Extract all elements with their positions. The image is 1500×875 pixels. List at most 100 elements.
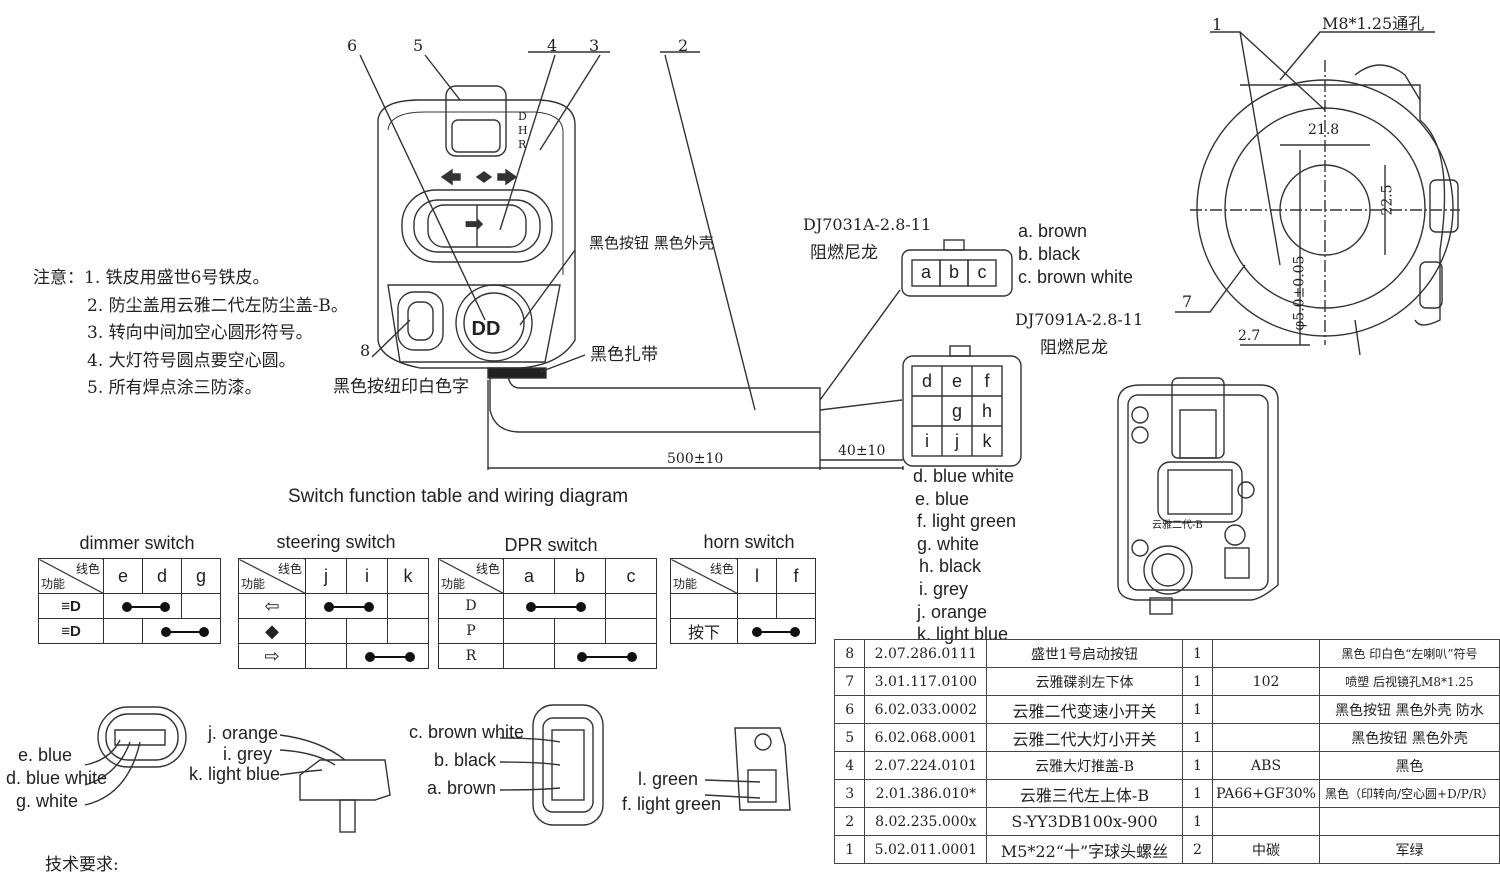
col-g: g bbox=[181, 558, 221, 594]
plug-round bbox=[97, 706, 187, 768]
dpr-row-1 bbox=[503, 593, 606, 619]
board-text: 云雅二代-B bbox=[1152, 520, 1203, 531]
pin-empty bbox=[912, 396, 942, 426]
pin-a: a bbox=[920, 262, 931, 282]
col-d: d bbox=[142, 558, 182, 594]
row-p: P bbox=[438, 618, 504, 644]
part-material: PA66+GF30% bbox=[1212, 779, 1320, 808]
back-view-body bbox=[1117, 384, 1279, 601]
pin-k: k bbox=[982, 431, 992, 451]
dimension-21-8: 21.8 bbox=[1308, 122, 1340, 138]
low-beam-icon: ≡D bbox=[38, 618, 104, 644]
col-b: b bbox=[554, 558, 606, 594]
part-qty: 1 bbox=[1181, 751, 1214, 780]
callout-4: 4 bbox=[547, 36, 558, 55]
note-4: 4. 大灯符号圆点要空心圆。 bbox=[87, 350, 296, 371]
connector-top-pins: a b c bbox=[912, 262, 996, 283]
wire-legend-bottom: d. blue white e. blue f. light green g. … bbox=[913, 465, 1016, 646]
header-cell: 线色功能 bbox=[670, 558, 738, 594]
part-remark: 黑色（印转向/空心圆+D/P/R） bbox=[1318, 779, 1500, 808]
part-material: 102 bbox=[1212, 667, 1320, 696]
notes-block: 注意： 1. 铁皮用盛世6号铁皮。 2. 防尘盖用云雅二代左防尘盖-B。 3. … bbox=[33, 265, 348, 403]
plug2-j: j. orange bbox=[207, 723, 278, 743]
dimmer-table: 线色功能 e d g ≡D ≡D bbox=[38, 558, 221, 644]
header-func: 功能 bbox=[241, 577, 266, 591]
part-index: 5 bbox=[833, 723, 866, 752]
dimension-40: 40±10 bbox=[838, 443, 886, 459]
note-2: 2. 防尘盖用云雅二代左防尘盖-B。 bbox=[87, 295, 348, 316]
horn-row bbox=[737, 618, 816, 644]
header-wire: 线色 bbox=[277, 562, 302, 576]
part-index: 1 bbox=[833, 835, 866, 864]
horn-symbol: DD bbox=[472, 318, 501, 340]
part-name: S-YY3DB100x-900 bbox=[986, 807, 1183, 836]
wire-h: h. black bbox=[919, 556, 982, 577]
pin-c: c bbox=[977, 262, 987, 282]
connection-i-k bbox=[365, 651, 415, 662]
note-1: 1. 铁皮用盛世6号铁皮。 bbox=[84, 268, 270, 288]
dimmer-row-1 bbox=[103, 593, 182, 619]
dimension-2-7: 2.7 bbox=[1238, 328, 1261, 344]
callout-3: 3 bbox=[589, 36, 600, 55]
rocker-arrow: ➡ bbox=[465, 211, 484, 236]
callout-1: 1 bbox=[1212, 15, 1223, 34]
dimension-22-5: 22.5 bbox=[1379, 184, 1396, 216]
header-func: 功能 bbox=[673, 577, 698, 591]
steering-rocker bbox=[401, 189, 553, 263]
dimmer-row-2 bbox=[142, 618, 221, 644]
part-name: 云雅大灯推盖-B bbox=[986, 751, 1183, 780]
dpr-table: 线色功能 a b c D P R bbox=[438, 558, 657, 669]
connection-d-g bbox=[161, 626, 209, 637]
left-arrow-icon: ⇦ bbox=[238, 593, 306, 619]
header-cell: 线色功能 bbox=[238, 558, 306, 594]
part-name: 云雅二代大灯小开关 bbox=[986, 723, 1183, 752]
wire-b: b. black bbox=[1018, 244, 1081, 264]
connection-a-b bbox=[526, 601, 586, 612]
pin-e: e bbox=[951, 371, 962, 391]
dimmer-button bbox=[397, 291, 444, 351]
callout-8: 8 bbox=[360, 341, 371, 360]
callout-7: 7 bbox=[1182, 292, 1193, 311]
wire-g: g. white bbox=[917, 533, 980, 554]
header-wire: 线色 bbox=[709, 562, 734, 576]
part-index: 4 bbox=[833, 751, 866, 780]
header-wire: 线色 bbox=[75, 562, 100, 576]
part-remark: 黑色按钮 黑色外壳 bbox=[1318, 723, 1500, 752]
row-press: 按下 bbox=[670, 618, 738, 644]
connector-top-material: 阻燃尼龙 bbox=[810, 243, 878, 263]
center-icon: ◆ bbox=[238, 618, 306, 644]
part-name: 云雅三代左上体-B bbox=[986, 779, 1183, 808]
part-name: M5*22“十”字球头螺丝 bbox=[986, 835, 1183, 864]
part-code: 2.07.286.0111 bbox=[864, 639, 988, 668]
dhr-r: R bbox=[518, 138, 527, 151]
wire-a: a. brown bbox=[1018, 221, 1088, 241]
plug4-l: l. green bbox=[638, 769, 699, 789]
pin-d: d bbox=[921, 371, 932, 391]
pin-i: i bbox=[925, 431, 929, 451]
part-index: 6 bbox=[833, 695, 866, 724]
note-5: 5. 所有焊点涂三防漆。 bbox=[87, 378, 262, 398]
part-remark: 黑色按钮 黑色外壳 防水 bbox=[1318, 695, 1500, 724]
dhr-h: H bbox=[518, 124, 528, 137]
plug1-e: e. blue bbox=[18, 745, 73, 765]
steering-row-3 bbox=[346, 643, 429, 669]
note-3: 3. 转向中间加空心圆形符号。 bbox=[87, 323, 313, 343]
header-func: 功能 bbox=[441, 577, 466, 591]
plug3-c: c. brown white bbox=[408, 722, 524, 742]
switch-housing bbox=[377, 99, 576, 369]
dhr-labels: D H R bbox=[518, 110, 528, 152]
connector-top-model: DJ7031A-2.8-11 bbox=[803, 215, 932, 234]
dpr-title: DPR switch bbox=[504, 535, 598, 555]
part-qty: 2 bbox=[1181, 835, 1214, 864]
col-i: i bbox=[346, 558, 388, 594]
col-l: l bbox=[737, 558, 777, 594]
part-remark: 军绿 bbox=[1318, 835, 1500, 864]
part-material bbox=[1212, 639, 1320, 668]
plug-switch bbox=[299, 759, 391, 801]
plug1-labels: e. blue d. blue white g. white bbox=[6, 744, 107, 813]
